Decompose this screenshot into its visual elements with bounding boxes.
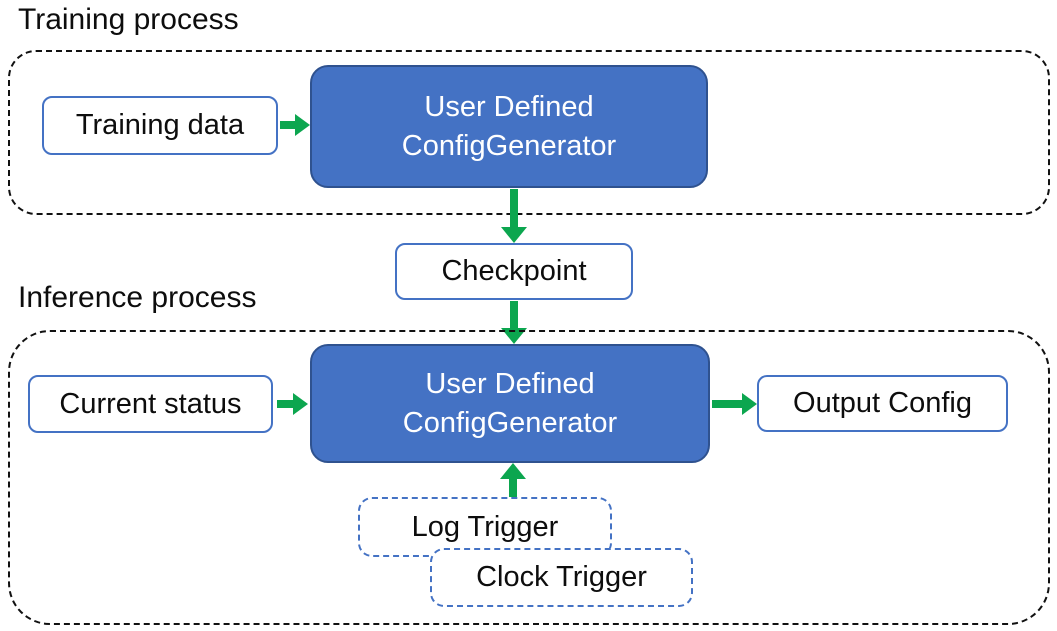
arrow-current-status-to-generator-icon (277, 393, 308, 415)
arrow-shaft (277, 400, 293, 408)
training-generator-line2: ConfigGenerator (401, 129, 617, 162)
training-process-title: Training process (18, 3, 239, 36)
arrow-shaft (510, 301, 518, 328)
arrow-shaft (510, 189, 518, 227)
training-generator-line1: User Defined (424, 90, 594, 123)
arrow-head-right-icon (742, 393, 757, 415)
inference-generator-line1: User Defined (425, 367, 595, 400)
arrow-head-down-icon (501, 227, 527, 243)
arrow-head-down-icon (501, 328, 527, 344)
current-status-box: Current status (28, 375, 273, 433)
clock-trigger-box: Clock Trigger (430, 548, 693, 607)
arrow-head-right-icon (295, 114, 310, 136)
arrow-shaft (712, 400, 742, 408)
training-data-box: Training data (42, 96, 278, 155)
arrow-triggers-to-generator-icon (500, 463, 526, 497)
arrow-checkpoint-to-generator-icon (501, 301, 527, 344)
inference-process-title: Inference process (18, 281, 257, 314)
training-process-region (8, 50, 1050, 215)
arrow-shaft (509, 479, 517, 497)
inference-generator-line2: ConfigGenerator (402, 406, 618, 439)
arrow-training-data-to-generator-icon (280, 114, 310, 136)
arrow-generator-to-output-icon (712, 393, 757, 415)
inference-config-generator-box: User Defined ConfigGenerator (310, 344, 710, 463)
output-config-box: Output Config (757, 375, 1008, 432)
checkpoint-box: Checkpoint (395, 243, 633, 300)
arrow-head-up-icon (500, 463, 526, 479)
arrow-head-right-icon (293, 393, 308, 415)
arrow-shaft (280, 121, 295, 129)
arrow-generator-to-checkpoint-icon (501, 189, 527, 243)
training-config-generator-box: User Defined ConfigGenerator (310, 65, 708, 188)
inference-process-region (8, 330, 1050, 625)
